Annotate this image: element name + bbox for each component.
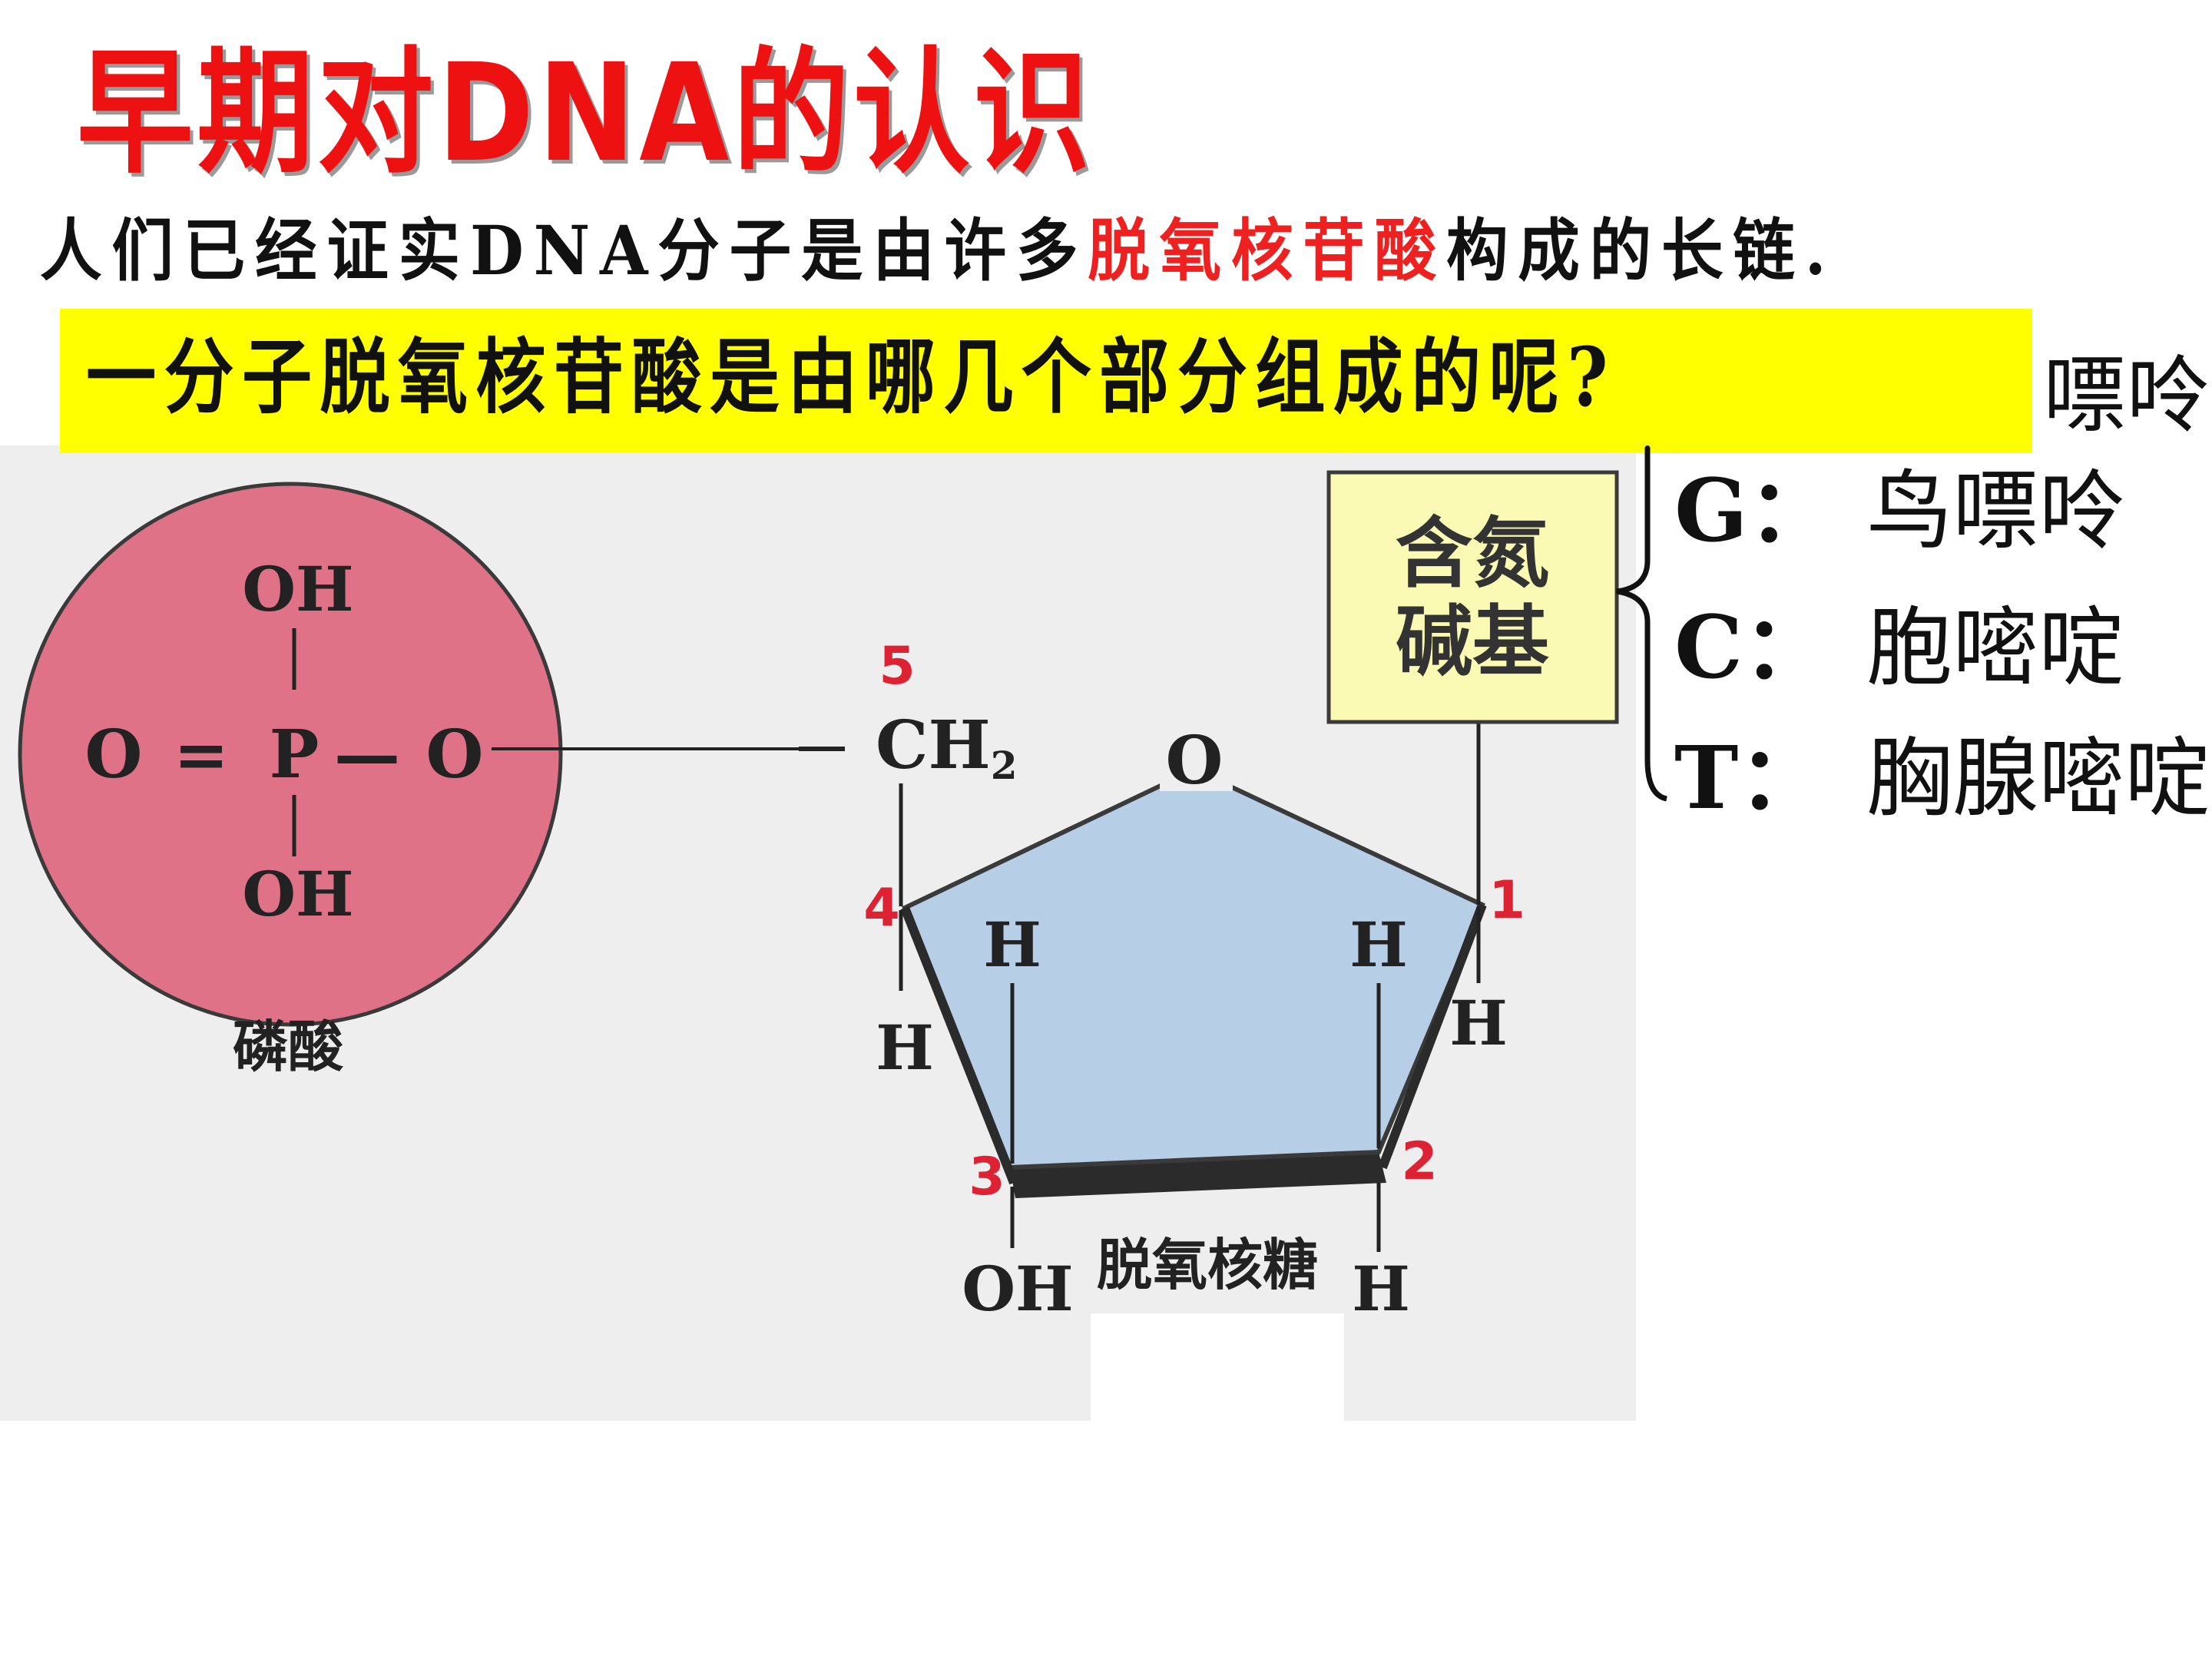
sugar-ring-o: O <box>1166 722 1224 800</box>
intro-after: 构成的长链. <box>1445 210 1836 290</box>
c2-h-bottom: H <box>1352 1253 1410 1325</box>
intro-before: 人们已经证实DNA分子是由许多 <box>40 210 1088 290</box>
carbon-number-3: 3 <box>969 1147 1005 1207</box>
sugar-ch2: CH2 <box>876 707 1018 788</box>
c3-oh: OH <box>962 1253 1073 1325</box>
base-name: 胞嘧啶 <box>1866 598 2124 698</box>
carbon-number-4: 4 <box>863 878 899 939</box>
base-letter: C： <box>1674 598 1830 698</box>
question-text: 一分子脱氧核苷酸是由哪几个部分组成的呢? <box>86 329 1616 425</box>
phosphate-double-bond: = <box>174 716 229 793</box>
c4-h: H <box>876 1012 934 1084</box>
phosphate-circle <box>18 482 563 1027</box>
diagram-white-patch <box>1091 1313 1344 1421</box>
c1-h: H <box>1449 987 1508 1059</box>
intro-highlight: 脱氧核苷酸 <box>1088 210 1446 290</box>
sugar-front-left-edge <box>900 906 1018 1185</box>
base-box <box>1326 470 1619 724</box>
phosphate-bond-right: — <box>334 716 400 793</box>
nucleotide-diagram: OH O = P — O OH 磷酸 O CH2 H H OH 脱氧核糖 H H… <box>0 445 1636 1421</box>
page-title: 早期对DNA的认识 <box>77 35 1094 192</box>
phosphate-o-left: O <box>85 716 143 793</box>
base-box-line2: 碱基 <box>1396 597 1549 687</box>
base-name-cropped: 嘌呤 <box>2043 348 2210 444</box>
base-letter: T： <box>1674 728 1825 829</box>
c3-h-top: H <box>983 909 1041 981</box>
question-highlight-bar <box>60 309 2032 453</box>
sugar-label: 脱氧核糖 <box>1097 1233 1318 1297</box>
carbon-number-5: 5 <box>879 636 915 697</box>
base-name: 胸腺嘧啶 <box>1866 729 2210 829</box>
carbon-number-2: 2 <box>1401 1131 1437 1192</box>
phosphate-oh-top: OH <box>242 553 353 625</box>
phosphate-oh-bottom: OH <box>242 858 353 930</box>
phosphate-label: 磷酸 <box>233 1015 344 1079</box>
ring-o-mask <box>1160 726 1233 791</box>
base-box-line1: 含氮 <box>1396 508 1549 598</box>
phosphate-o-right: O <box>426 716 484 793</box>
carbon-number-1: 1 <box>1488 870 1525 931</box>
base-letter: G： <box>1674 461 1834 561</box>
base-brace <box>1616 445 1667 802</box>
base-item-t: T： 胸腺嘧啶 <box>1674 728 2210 829</box>
base-name: 鸟嘌呤 <box>1866 462 2124 561</box>
base-item-g: G：鸟嘌呤 <box>1674 469 2124 555</box>
phosphate-p: P <box>270 716 320 793</box>
base-item-c: C： 胞嘧啶 <box>1674 598 2124 698</box>
sugar-front-right-edge <box>1378 902 1487 1170</box>
intro-text: 人们已经证实DNA分子是由许多脱氧核苷酸构成的长链. <box>40 217 1836 284</box>
c2-h-top: H <box>1349 909 1408 981</box>
sugar-ring <box>902 767 1485 1171</box>
